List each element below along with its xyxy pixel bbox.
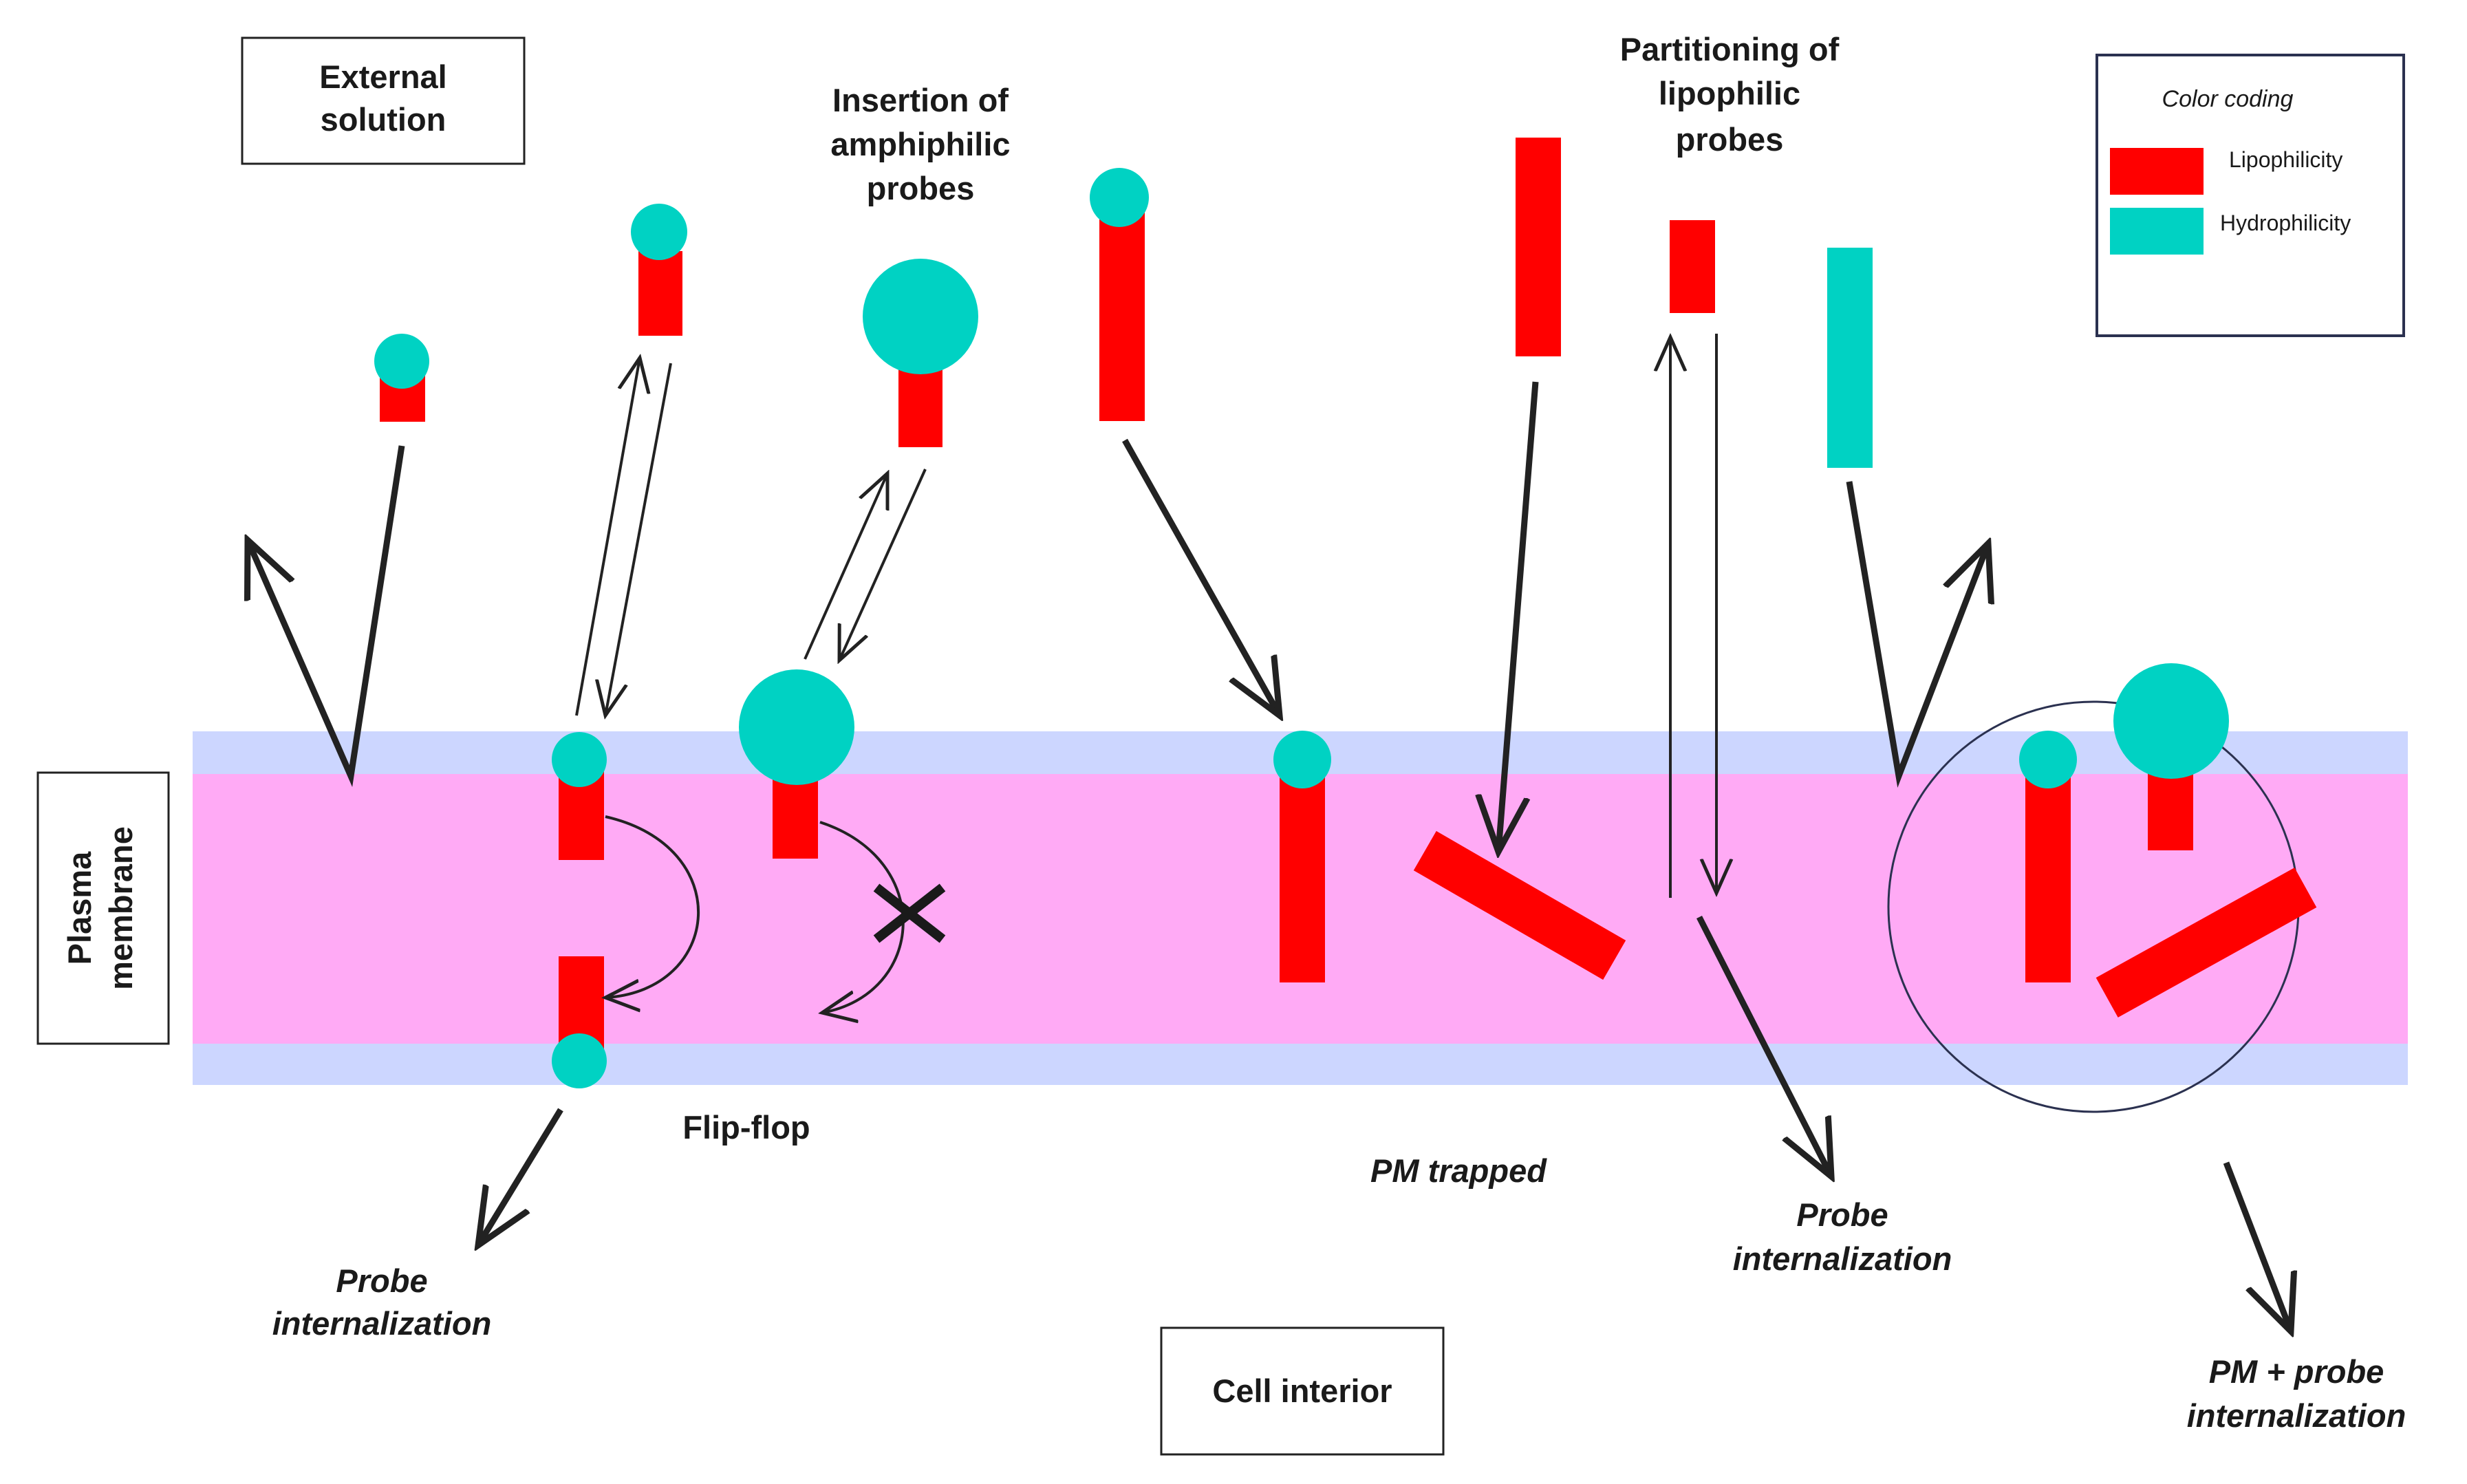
probe-long-tail-free xyxy=(1090,168,1149,421)
pm-internalization-arrow xyxy=(2223,1161,2291,1331)
lipophilic-probe-trapped xyxy=(1413,830,1626,980)
pm-internalization-group xyxy=(1887,663,2317,1113)
cell-interior-label: Cell interior xyxy=(1212,1373,1392,1409)
partitioning-line1: Partitioning of xyxy=(1620,31,1840,67)
bounce-arrow-left xyxy=(248,445,405,788)
cell-interior-box: Cell interior xyxy=(1160,1326,1445,1456)
hydrophilic-probe xyxy=(1827,248,1873,468)
arrows xyxy=(248,334,2291,1331)
pm-probe-internalization: PM + probe internalization xyxy=(2187,1353,2406,1434)
legend-label-lipophilicity: Lipophilicity xyxy=(2229,147,2342,172)
probe-flipflop-inner xyxy=(552,956,607,1088)
partitioning-line2: lipophilic xyxy=(1659,75,1800,111)
external-solution-box: External solution xyxy=(241,36,526,165)
probe-large-head-free xyxy=(863,259,978,447)
pm-trapped-label: PM trapped xyxy=(1370,1152,1547,1189)
external-solution-line1: External xyxy=(319,58,446,95)
flip-flop-arrows xyxy=(605,815,946,1013)
exchange-arrow-up-mid xyxy=(804,473,887,660)
probe-internalization-right-line1: Probe xyxy=(1796,1196,1888,1233)
insertion-line1: Insertion of xyxy=(832,82,1009,118)
probe-internalization-left: Probe internalization xyxy=(272,1262,492,1342)
blocked-cross-icon xyxy=(873,883,946,943)
probe-internalization-right: Probe internalization xyxy=(1733,1196,1952,1277)
plasma-membrane-line1: Plasma xyxy=(61,851,98,965)
internalization-arrow-left xyxy=(478,1108,563,1245)
insertion-line3: probes xyxy=(867,170,975,206)
internalization-arrow-right xyxy=(1696,915,1831,1176)
pm-probe-internalization-line1: PM + probe xyxy=(2209,1353,2384,1390)
exchange-arrow-down-left xyxy=(605,363,672,716)
exchange-arrow-down-mid xyxy=(839,469,927,660)
inner-leaflet xyxy=(193,1044,2408,1085)
plasma-membrane-box: Plasma membrane xyxy=(36,771,170,1045)
insertion-heading: Insertion of amphiphilic probes xyxy=(830,82,1010,206)
bounce-arrow-right xyxy=(1846,481,1988,788)
probe-flipflop-outer xyxy=(552,732,607,860)
pm-probe-internalization-line2: internalization xyxy=(2187,1397,2406,1434)
legend-swatch-hydrophilicity xyxy=(2110,208,2204,255)
probe-large-head-inserted xyxy=(739,669,854,859)
flip-flop-label: Flip-flop xyxy=(682,1109,810,1146)
lipophilic-probe-short xyxy=(1670,220,1715,313)
probe-internalization-right-line2: internalization xyxy=(1733,1240,1952,1277)
legend-swatch-lipophilicity xyxy=(2110,148,2204,195)
color-legend: Color coding Lipophilicity Hydrophilicit… xyxy=(2096,54,2405,337)
partitioning-line3: probes xyxy=(1676,121,1784,158)
flip-flop-curve-blocked xyxy=(820,821,905,1013)
plasma-membrane-line2: membrane xyxy=(103,826,139,990)
insertion-arrow xyxy=(1122,438,1280,716)
probe-flipflop-free xyxy=(631,204,687,336)
lipophilic-probe-long xyxy=(1516,138,1561,356)
exchange-arrow-up-left xyxy=(575,358,640,716)
legend-title: Color coding xyxy=(2162,86,2294,112)
insertion-line2: amphiphilic xyxy=(830,126,1010,162)
probe-long-tail-inserted xyxy=(1273,731,1331,982)
external-solution-line2: solution xyxy=(321,101,446,138)
probe-small-amphiphilic xyxy=(374,334,429,422)
flip-flop-curve-allowed xyxy=(605,815,700,998)
partitioning-heading: Partitioning of lipophilic probes xyxy=(1620,31,1840,158)
legend-label-hydrophilicity: Hydrophilicity xyxy=(2220,211,2351,235)
probe-internalization-left-line1: Probe xyxy=(336,1262,427,1299)
probe-internalization-left-line2: internalization xyxy=(272,1305,492,1342)
trapping-arrow xyxy=(1498,381,1539,852)
